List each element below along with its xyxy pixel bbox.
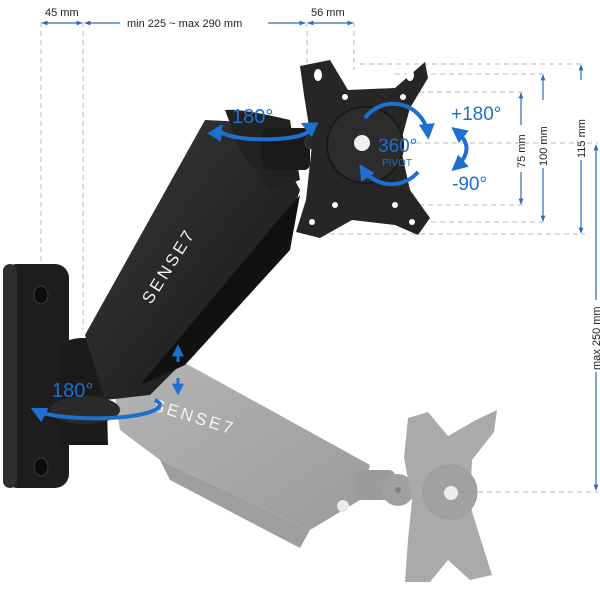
main-arm: SENSE7 [85,109,320,400]
base-swivel-indicator [30,398,162,423]
tilt-down-label: -90° [452,174,487,195]
base-swivel-label: 180° [52,380,93,402]
tilt-icon [451,127,469,172]
dim-vesa-100: 100 mm [538,126,550,166]
dim-height-travel: max 250 mm [591,306,600,370]
dim-wall-offset: 45 mm [45,7,79,19]
head-swivel-label: 180° [232,106,273,128]
dim-vesa-75: 75 mm [516,134,528,168]
dim-plate-height: 115 mm [576,119,588,158]
pivot-value: 360° [378,136,417,157]
dim-head-offset: 56 mm [311,7,345,19]
ghost-arm: SENSE7 [115,352,497,582]
pivot-icon [359,101,435,187]
head-swivel-indicator [207,122,319,142]
pivot-label: PIVOT [382,158,412,169]
right-dimensions [518,64,599,491]
dim-arm-reach: min 225 ~ max 290 mm [127,18,242,30]
tilt-up-label: +180° [451,104,501,125]
